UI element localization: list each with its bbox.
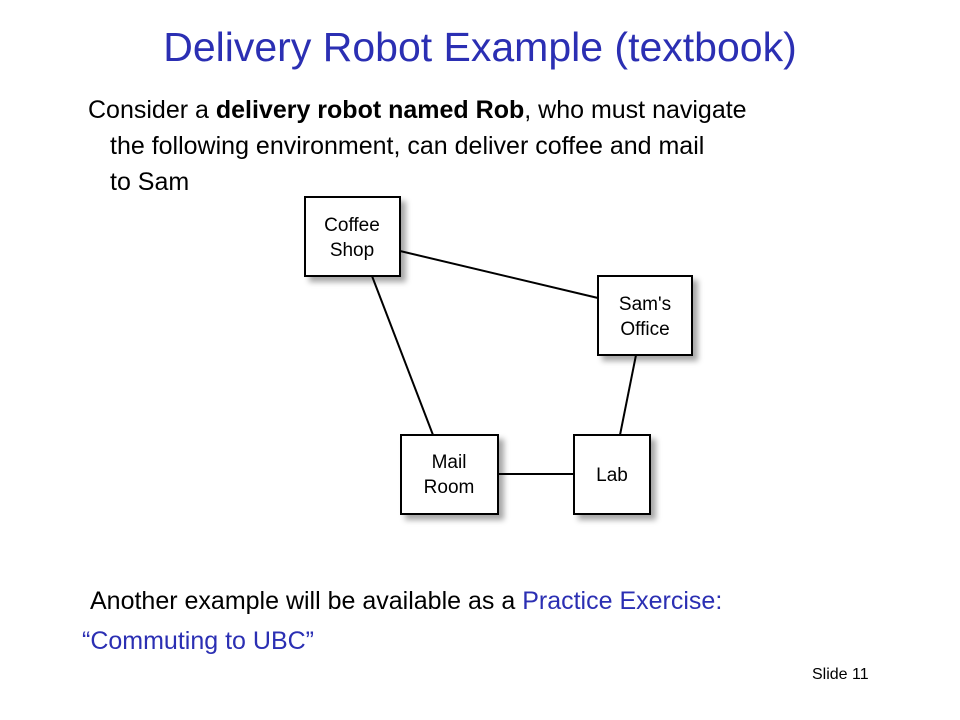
- intro-paragraph: Consider a delivery robot named Rob, who…: [88, 92, 908, 200]
- edge-coffee-shop-mail-room: [371, 275, 434, 436]
- node-sams-office-line-1: Sam's: [619, 294, 671, 315]
- slide-title: Delivery Robot Example (textbook): [163, 24, 797, 70]
- commuting-to-ubc: “Commuting to UBC”: [82, 627, 314, 655]
- node-lab-line-1: Lab: [596, 465, 628, 486]
- practice-exercise-link[interactable]: Practice Exercise:: [522, 587, 723, 615]
- intro-line-1: Consider a delivery robot named Rob, who…: [88, 92, 908, 128]
- intro-prefix: Consider a: [88, 96, 216, 124]
- node-sams-office-line-2: Office: [620, 319, 669, 340]
- node-lab: Lab: [573, 434, 651, 515]
- node-coffee-shop-line-1: Coffee: [324, 215, 380, 236]
- intro-line-3: to Sam: [110, 168, 190, 196]
- node-mail-room-line-1: Mail: [432, 452, 467, 473]
- practice-line: Another example will be available as a P…: [90, 585, 940, 617]
- practice-prefix: Another example will be available as a: [90, 587, 523, 615]
- node-coffee-shop-line-2: Shop: [330, 240, 374, 261]
- intro-suffix: , who must navigate: [524, 96, 747, 124]
- intro-bold: delivery robot named Rob: [215, 96, 525, 124]
- node-mail-room-line-2: Room: [424, 477, 475, 498]
- node-mail-room: Mail Room: [400, 434, 499, 515]
- node-coffee-shop: Coffee Shop: [304, 196, 401, 277]
- slide-number: Slide 11: [812, 666, 869, 683]
- edge-sams-office-lab: [619, 354, 637, 436]
- intro-line-2: the following environment, can deliver c…: [110, 132, 705, 160]
- edge-coffee-shop-sams-office: [399, 250, 599, 299]
- node-sams-office: Sam's Office: [597, 275, 693, 356]
